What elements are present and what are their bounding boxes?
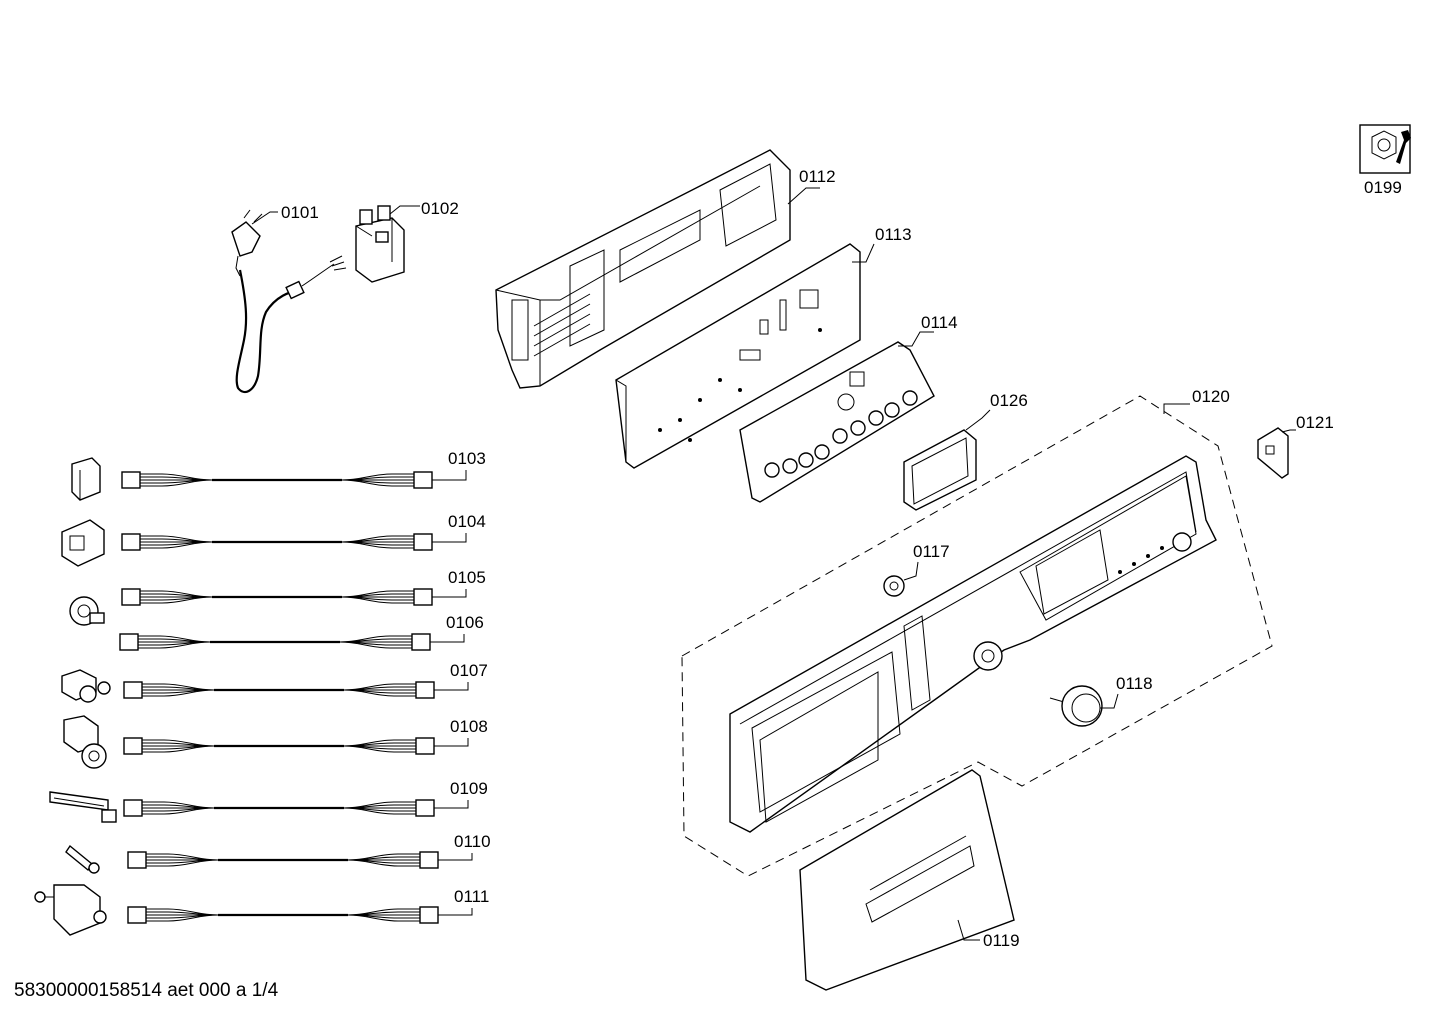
harness-plug-right xyxy=(413,588,433,606)
wire-harness-0108[interactable]: 0108 xyxy=(63,715,488,769)
harness-wire xyxy=(140,541,213,549)
harness-plug-right xyxy=(415,681,435,699)
harness-plug-left xyxy=(123,799,143,817)
harness-wire xyxy=(140,479,213,487)
part-label-0106: 0106 xyxy=(446,613,484,632)
harness-plug-right xyxy=(415,799,435,817)
harness-plug-left xyxy=(127,851,147,869)
harness-wire xyxy=(343,807,416,815)
part-label-0119: 0119 xyxy=(983,931,1020,950)
part-display-window[interactable] xyxy=(903,429,977,511)
part-label-0108: 0108 xyxy=(450,717,488,736)
part-label-0102: 0102 xyxy=(421,199,459,218)
part-label-0104: 0104 xyxy=(448,512,486,531)
harness-wire xyxy=(140,596,213,604)
wire-harness-0109[interactable]: 0109 xyxy=(49,779,488,823)
leader-line xyxy=(434,738,469,747)
part-label-0112: 0112 xyxy=(799,167,836,186)
harness-plug-left xyxy=(121,588,141,606)
harness-plug-left xyxy=(123,681,143,699)
leader-line xyxy=(434,682,469,691)
harness-component-valve xyxy=(61,669,111,703)
part-label-0109: 0109 xyxy=(450,779,488,798)
part-label-0126: 0126 xyxy=(990,391,1028,410)
part-label-0101: 0101 xyxy=(281,203,319,222)
harness-plug-right xyxy=(413,471,433,489)
part-interference-filter[interactable] xyxy=(355,205,405,283)
harness-plug-left xyxy=(127,906,147,924)
part-control-panel-fascia[interactable] xyxy=(729,455,1217,833)
harness-wire xyxy=(339,641,412,649)
harness-plug-right xyxy=(415,737,435,755)
part-label-0199: 0199 xyxy=(1364,178,1402,197)
harness-component-sensor xyxy=(65,844,100,874)
leader-line xyxy=(438,908,473,916)
wire-harness-0103[interactable]: 0103 xyxy=(71,449,486,501)
harness-wire xyxy=(341,479,414,487)
wire-harness-0104[interactable]: 0104 xyxy=(61,512,486,567)
harness-plug-left xyxy=(119,633,139,651)
part-label-0110: 0110 xyxy=(454,832,491,851)
part-drawer-handle[interactable] xyxy=(799,769,1015,991)
part-label-0117: 0117 xyxy=(913,542,950,561)
harness-wire xyxy=(142,807,215,815)
assembly-outline-0120 xyxy=(681,395,1273,877)
leader-line xyxy=(438,853,473,861)
harness-wire xyxy=(341,541,414,549)
harness-plug-right xyxy=(419,906,439,924)
part-power-cord[interactable] xyxy=(231,209,347,394)
harness-component-switch xyxy=(69,596,105,626)
harness-wire xyxy=(138,641,211,649)
part-label-0103: 0103 xyxy=(448,449,486,468)
part-label-0120: 0120 xyxy=(1192,387,1230,406)
wire-harness-0107[interactable]: 0107 xyxy=(61,661,488,703)
part-label-0111: 0111 xyxy=(454,887,489,906)
leader-line xyxy=(430,634,465,643)
harness-wire xyxy=(343,689,416,697)
harness-plug-right xyxy=(419,851,439,869)
harness-component-heater xyxy=(49,791,117,823)
harness-wire xyxy=(341,596,414,604)
wire-harness-0111[interactable]: 0111 xyxy=(34,884,489,936)
harness-component-connector xyxy=(71,457,101,501)
harness-wire xyxy=(142,745,215,753)
leader-line xyxy=(432,533,467,543)
harness-wire xyxy=(347,914,420,922)
part-push-button[interactable] xyxy=(883,575,905,597)
harness-wire xyxy=(142,689,215,697)
harness-wire xyxy=(347,859,420,867)
wrench-nut-icon[interactable] xyxy=(1359,124,1411,174)
part-programme-knob[interactable] xyxy=(1049,685,1103,727)
harness-component-pump xyxy=(63,715,107,769)
harness-plug-right xyxy=(411,633,431,651)
harness-wire xyxy=(146,914,219,922)
harness-plug-right xyxy=(413,533,433,551)
part-label-0105: 0105 xyxy=(448,568,486,587)
harness-plug-left xyxy=(121,533,141,551)
harness-plug-left xyxy=(123,737,143,755)
part-label-0118: 0118 xyxy=(1116,674,1153,693)
part-label-0113: 0113 xyxy=(875,225,912,244)
part-bracket[interactable] xyxy=(1257,427,1289,479)
leader-line xyxy=(434,800,469,809)
part-module-housing[interactable] xyxy=(495,0,791,389)
leader-line xyxy=(432,470,467,481)
harness-component-module xyxy=(61,519,105,567)
wire-harness-0110[interactable]: 0110 xyxy=(65,832,491,874)
wire-harness-list: 0103 0104 0105 0106 0107 0108 0109 0110 0111 xyxy=(34,449,491,936)
part-label-0107: 0107 xyxy=(450,661,488,680)
harness-wire xyxy=(343,745,416,753)
harness-component-motor xyxy=(34,884,107,936)
wire-harness-0105[interactable]: 0105 xyxy=(69,568,486,626)
part-label-0121: 0121 xyxy=(1296,413,1334,432)
part-control-circuit-board[interactable] xyxy=(739,341,935,503)
leader-line xyxy=(432,589,467,598)
wire-harness-0106[interactable]: 0106 xyxy=(119,613,484,651)
document-id: 58300000158514 aet 000 a 1/4 xyxy=(14,980,279,1001)
part-label-0114: 0114 xyxy=(921,313,958,332)
harness-wire xyxy=(146,859,219,867)
harness-plug-left xyxy=(121,471,141,489)
part-main-circuit-board[interactable] xyxy=(615,243,861,469)
